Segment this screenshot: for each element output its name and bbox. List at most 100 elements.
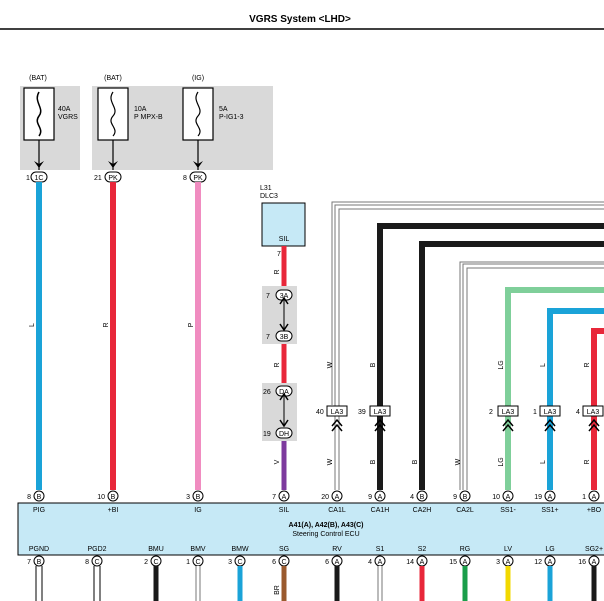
pin-label: BMU bbox=[148, 546, 164, 553]
dlc-id: L31 bbox=[260, 185, 272, 192]
pin-number: 7 bbox=[27, 559, 31, 566]
steering-control-ecu bbox=[17, 502, 604, 556]
pin-circle bbox=[588, 490, 600, 502]
pin-circle bbox=[33, 555, 45, 567]
connector-pin-number: 21 bbox=[94, 175, 102, 182]
pin-label: S1 bbox=[376, 546, 385, 553]
wire-color-code: R bbox=[274, 269, 281, 274]
wire-color-code: L bbox=[29, 323, 36, 327]
dlc3-connector bbox=[261, 202, 306, 247]
ecu-output-wires: BR bbox=[35, 566, 597, 601]
pin-label: S2 bbox=[418, 546, 427, 553]
connector-pin-number: 39 bbox=[358, 409, 366, 416]
pin-circle bbox=[331, 490, 343, 502]
pin-connector-letter: B bbox=[463, 494, 468, 501]
pin-number: 9 bbox=[453, 494, 457, 501]
connector-id: LA3 bbox=[544, 409, 557, 416]
pin-label: CA1H bbox=[371, 507, 390, 514]
wire-color-code: L bbox=[540, 460, 547, 464]
pin-label: RV bbox=[332, 546, 342, 553]
wire-color-code: V bbox=[274, 459, 281, 464]
pin-circle bbox=[192, 490, 204, 502]
fuse-p-ig1-3: (IG) 5A P-IG1-3 bbox=[182, 75, 244, 141]
pin-label: LG bbox=[545, 546, 554, 553]
connector-pin-number: 8 bbox=[183, 175, 187, 182]
pin-number: 4 bbox=[410, 494, 414, 501]
pin-circle bbox=[416, 490, 428, 502]
ecu-top-pin: 20 A CA1L bbox=[321, 490, 346, 514]
pin-number: 3 bbox=[496, 559, 500, 566]
fuse-amperage: 5A bbox=[219, 106, 228, 113]
fuse-vgrs: (BAT) 40A VGRS bbox=[23, 75, 78, 141]
pin-label: CA1L bbox=[328, 507, 346, 514]
connector-pin-number: 26 bbox=[263, 389, 271, 396]
connector-id: 3B bbox=[280, 334, 289, 341]
ecu-name: Steering Control ECU bbox=[292, 531, 359, 538]
pin-number: 1 bbox=[582, 494, 586, 501]
pin-number: 9 bbox=[368, 494, 372, 501]
wire-color-code: W bbox=[327, 361, 334, 368]
pin-circle bbox=[374, 490, 386, 502]
connector-id: 1C bbox=[35, 175, 44, 182]
dlc-terminal: SIL bbox=[279, 236, 290, 243]
pin-connector-letter: B bbox=[420, 494, 425, 501]
pin-circle bbox=[91, 555, 103, 567]
pin-number: 3 bbox=[186, 494, 190, 501]
pin-connector-letter: B bbox=[37, 494, 42, 501]
pin-number: 8 bbox=[85, 559, 89, 566]
connector-pin-number: 1 bbox=[533, 409, 537, 416]
pin-connector-letter: A bbox=[548, 559, 553, 566]
connector-id: LA3 bbox=[587, 409, 600, 416]
pin-label: IG bbox=[194, 507, 201, 514]
pin-number: 10 bbox=[492, 494, 500, 501]
pin-circle bbox=[107, 490, 119, 502]
pin-number: 20 bbox=[321, 494, 329, 501]
dlc-pin-number: 7 bbox=[277, 251, 281, 258]
connector-id: 3A bbox=[280, 293, 289, 300]
connector-pin-number: 7 bbox=[266, 293, 270, 300]
diagram-title: VGRS System <LHD> bbox=[249, 14, 351, 25]
connector-id: DH bbox=[279, 431, 289, 438]
pin-connector-letter: C bbox=[237, 559, 242, 566]
connector-id: PK bbox=[108, 175, 118, 182]
fuse-element-icon bbox=[195, 91, 201, 137]
pin-circle bbox=[278, 490, 290, 502]
connector-pin-number: 2 bbox=[489, 409, 493, 416]
fuse-box bbox=[182, 87, 214, 141]
connector-id: PK bbox=[193, 175, 203, 182]
fuse-box bbox=[97, 87, 129, 141]
fuse-source-label: (IG) bbox=[192, 75, 204, 82]
fuse-name: VGRS bbox=[58, 114, 78, 121]
pin-label: +BI bbox=[108, 507, 119, 514]
pin-connector-letter: C bbox=[153, 559, 158, 566]
connector-id: LA3 bbox=[502, 409, 515, 416]
pin-number: 6 bbox=[272, 559, 276, 566]
pin-connector-letter: A bbox=[506, 494, 511, 501]
pin-connector-letter: A bbox=[335, 494, 340, 501]
pin-label: SG2+ bbox=[585, 546, 603, 553]
fuse-element-icon bbox=[110, 91, 116, 137]
pin-connector-letter: A bbox=[548, 494, 553, 501]
pin-number: 4 bbox=[368, 559, 372, 566]
pin-number: 15 bbox=[449, 559, 457, 566]
wire-color-code: L bbox=[540, 363, 547, 367]
wire-color-code: R bbox=[103, 322, 110, 327]
fuse-box bbox=[23, 87, 55, 141]
pin-label: LV bbox=[504, 546, 512, 553]
dlc-name: DLC3 bbox=[260, 193, 278, 200]
wire-color-code: W bbox=[327, 458, 334, 465]
pin-label: PGD2 bbox=[87, 546, 106, 553]
pin-number: 8 bbox=[27, 494, 31, 501]
